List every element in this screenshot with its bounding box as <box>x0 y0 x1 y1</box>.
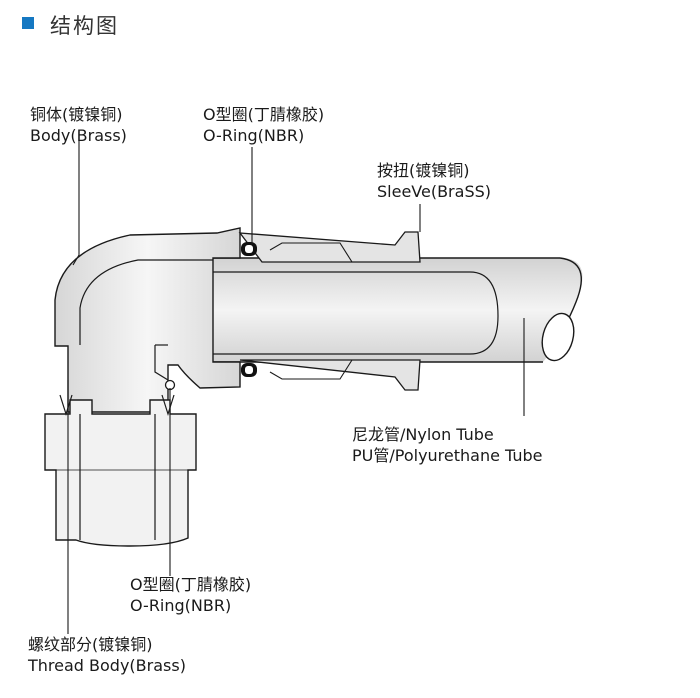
callout-sleeve: 按扭(镀镍铜) SleeVe(BraSS) <box>377 160 491 202</box>
callout-thread-cn: 螺纹部分(镀镍铜) <box>28 635 153 654</box>
sleeve-collet <box>238 231 421 391</box>
elbow-body <box>54 227 241 413</box>
callout-body-cn: 铜体(镀镍铜) <box>30 105 123 124</box>
leader-body <box>72 140 80 266</box>
nylon-tube <box>213 257 583 363</box>
page-title: 结构图 <box>50 14 119 38</box>
callout-sleeve-cn: 按扭(镀镍铜) <box>377 161 470 180</box>
callout-oring-top-cn: O型圈(丁腈橡胶) <box>203 105 325 124</box>
header-accent-square <box>22 17 34 29</box>
callout-tube-cn: 尼龙管/Nylon Tube <box>352 425 494 444</box>
thread-body <box>44 394 197 547</box>
callout-sleeve-en: SleeVe(BraSS) <box>377 182 491 201</box>
callout-thread: 螺纹部分(镀镍铜) Thread Body(Brass) <box>28 634 186 676</box>
callout-body-en: Body(Brass) <box>30 126 127 145</box>
upper-oring-seals <box>241 242 257 377</box>
callout-oring-bottom: O型圈(丁腈橡胶) O-Ring(NBR) <box>130 574 251 616</box>
callout-oring-top-en: O-Ring(NBR) <box>203 126 305 145</box>
callout-tube: 尼龙管/Nylon Tube PU管/Polyurethane Tube <box>352 424 543 466</box>
callout-thread-en: Thread Body(Brass) <box>28 656 186 675</box>
callout-oring-bottom-en: O-Ring(NBR) <box>130 596 232 615</box>
callout-oring-bottom-cn: O型圈(丁腈橡胶) <box>130 575 252 594</box>
callout-body: 铜体(镀镍铜) Body(Brass) <box>30 104 127 146</box>
callout-oring-top: O型圈(丁腈橡胶) O-Ring(NBR) <box>203 104 324 146</box>
callout-tube-en: PU管/Polyurethane Tube <box>352 446 543 465</box>
leader-lines <box>67 140 525 634</box>
